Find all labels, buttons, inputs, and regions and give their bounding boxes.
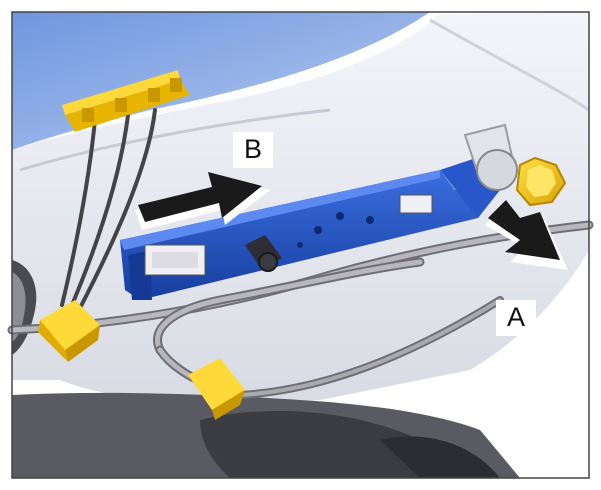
figure-border <box>11 11 590 479</box>
harness-clip <box>188 358 245 420</box>
mounting-nut <box>476 149 567 207</box>
harness-connector-left <box>38 300 100 362</box>
sensor-wires <box>60 108 157 310</box>
lower-bracket-shadow <box>380 436 500 478</box>
arrow-b <box>135 172 270 230</box>
callout-label-a: A <box>496 300 536 336</box>
left-clip-inner <box>12 272 26 342</box>
arrow-a <box>485 200 568 270</box>
wiring-harness <box>7 220 594 399</box>
panel-edge-line-right <box>429 18 590 112</box>
sensor-unit <box>245 235 282 272</box>
callout-label-b: B <box>233 132 273 168</box>
upper-connector <box>62 70 190 132</box>
bracket-connector-small <box>399 194 433 214</box>
panel-edge-line <box>19 108 331 172</box>
